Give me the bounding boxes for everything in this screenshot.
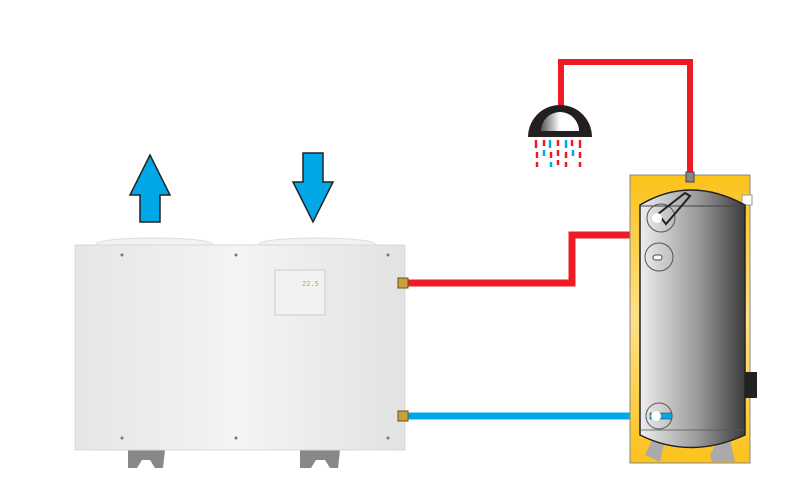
inlet-fitting (397, 410, 409, 422)
shower-head-icon (528, 105, 592, 167)
heat-pump-unit: 22.5 (74, 237, 409, 468)
hot-water-tank (629, 171, 757, 464)
outlet-fitting (397, 277, 409, 289)
hot-pipe-shower (558, 59, 693, 175)
display-reading: 22.5 (302, 280, 319, 288)
hot-pipe-supply (408, 231, 642, 287)
air-intake-down-arrow-icon (291, 152, 335, 224)
control-panel (274, 269, 326, 316)
air-exhaust-up-arrow-icon (128, 153, 172, 223)
